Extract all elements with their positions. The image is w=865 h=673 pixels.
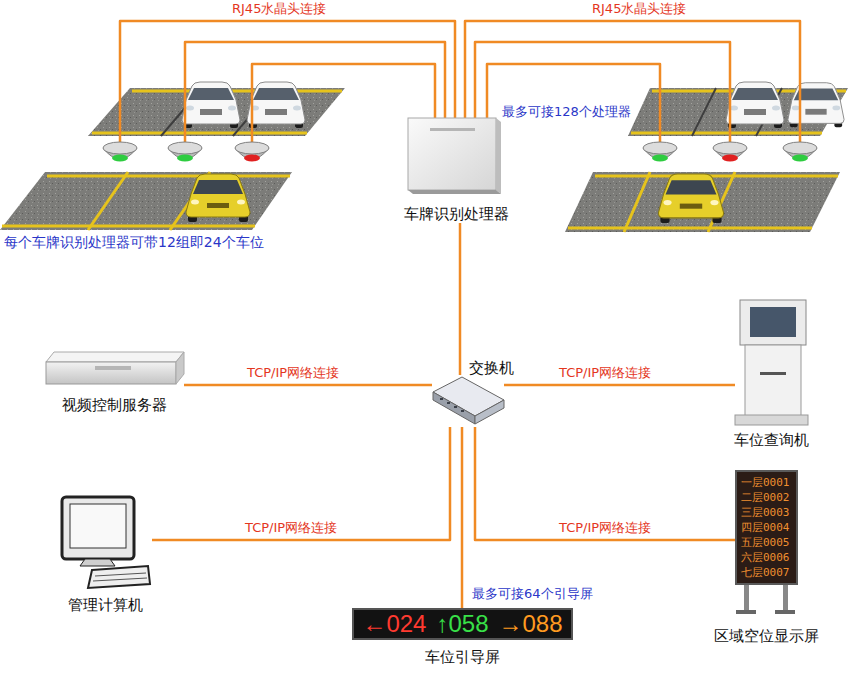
led-reading: 四层0004 bbox=[741, 520, 790, 535]
edge-label: 最多可接64个引导屏 bbox=[470, 586, 595, 602]
led-reading: 三层0003 bbox=[741, 505, 790, 520]
network-cable bbox=[152, 427, 450, 540]
edge-label: TCP/IP网络连接 bbox=[243, 520, 339, 536]
network-cable bbox=[459, 223, 462, 375]
led-reading: →088 bbox=[499, 611, 563, 637]
device-label: 车牌识别处理器 bbox=[404, 205, 509, 223]
edge-label: TCP/IP网络连接 bbox=[557, 520, 653, 536]
led-reading: 五层0005 bbox=[741, 535, 790, 550]
note-label: 最多可接128个处理器 bbox=[500, 104, 633, 120]
device-label: 管理计算机 bbox=[68, 596, 143, 614]
note-label: RJ45水晶头连接 bbox=[590, 1, 688, 17]
led-reading: 一层0001 bbox=[741, 475, 790, 490]
zone-display: 一层0001二层0002三层0003四层0004五层0005六层0006七层00… bbox=[735, 470, 798, 585]
edge-label: TCP/IP网络连接 bbox=[557, 365, 653, 381]
led-reading: 六层0006 bbox=[741, 550, 790, 565]
management-pc: 管理计算机 bbox=[58, 494, 152, 590]
note-label: RJ45水晶头连接 bbox=[230, 1, 328, 17]
led-reading: ↑058 bbox=[436, 611, 488, 637]
video-server: 视频控制服务器 bbox=[44, 350, 184, 390]
note-label: 每个车牌识别处理器可带12组即24个车位 bbox=[2, 234, 266, 250]
network-cable bbox=[475, 427, 735, 540]
network-switch: 交换机 bbox=[432, 375, 504, 427]
device-label: 车位引导屏 bbox=[425, 648, 500, 666]
device-label: 交换机 bbox=[469, 359, 514, 377]
led-reading: 七层0007 bbox=[741, 565, 790, 580]
device-label: 区域空位显示屏 bbox=[714, 627, 819, 645]
guidance-screen: ←024↑058→088车位引导屏 bbox=[352, 608, 573, 640]
edge-label: TCP/IP网络连接 bbox=[245, 365, 341, 381]
device-label: 视频控制服务器 bbox=[62, 396, 167, 414]
device-label: 车位查询机 bbox=[734, 431, 809, 449]
network-cable bbox=[504, 384, 735, 387]
network-cable bbox=[461, 427, 464, 608]
plate-processor: 车牌识别处理器 bbox=[400, 113, 512, 223]
network-cable bbox=[184, 384, 432, 387]
led-reading: ←024 bbox=[362, 611, 426, 637]
led-reading: 二层0002 bbox=[741, 490, 790, 505]
query-kiosk: 车位查询机 bbox=[735, 300, 808, 425]
